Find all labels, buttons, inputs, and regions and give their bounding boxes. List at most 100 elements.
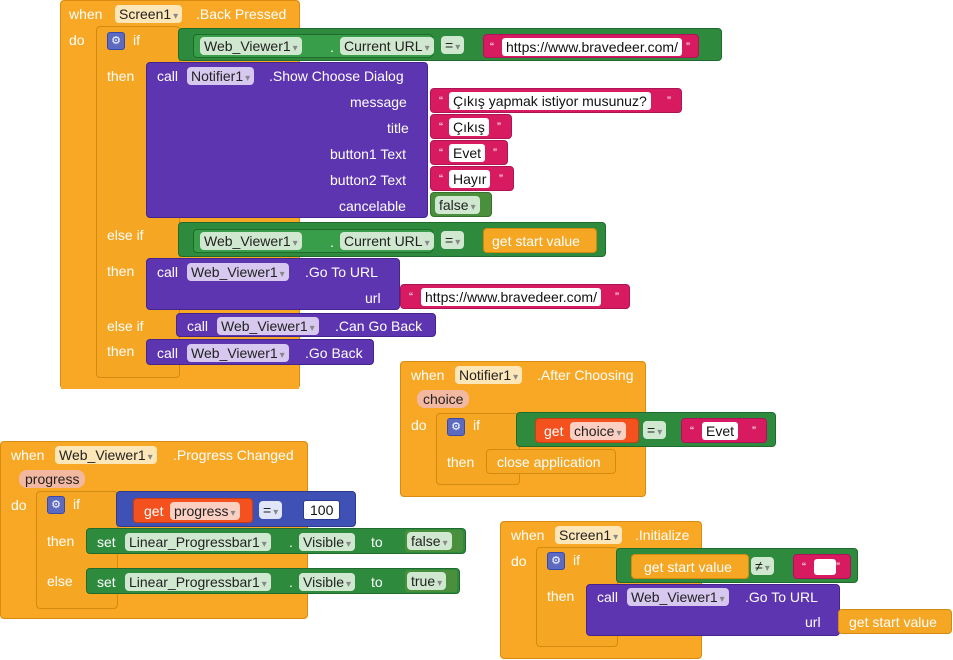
then-label: then	[107, 263, 135, 279]
button2-text[interactable]: Hayır	[449, 170, 491, 188]
then-label: then	[107, 343, 135, 359]
if-label: if	[473, 417, 480, 433]
component-dropdown[interactable]: Notifier1▾	[455, 366, 523, 384]
chevron-down-icon: ▾	[424, 238, 430, 249]
event-name: .Initialize	[635, 527, 690, 543]
operator-dropdown[interactable]: =▾	[441, 231, 465, 249]
component-dropdown[interactable]: Web_Viewer1▾	[217, 317, 319, 335]
message-text[interactable]: Çıkış yapmak istiyor musunuz?	[449, 92, 651, 110]
variable-dropdown[interactable]: choice▾	[570, 422, 626, 440]
get-variable-block[interactable]: get progress▾	[133, 498, 253, 523]
title-text-block[interactable]: “ Çıkış ”	[430, 114, 512, 139]
gear-icon[interactable]: ⚙	[47, 496, 65, 514]
param-choice[interactable]: choice	[417, 390, 470, 408]
property-dropdown[interactable]: Visible▾	[299, 573, 356, 591]
component-dropdown[interactable]: Web_Viewer1▾	[627, 588, 729, 606]
get-variable-block[interactable]: get choice▾	[535, 418, 639, 443]
compare-block[interactable]: Web_Viewer1▾ . Current URL▾ =▾ get start…	[178, 222, 606, 257]
text-block[interactable]: “ Evet ”	[681, 418, 767, 443]
call-notifier-show-choose-dialog[interactable]: call Notifier1▾ .Show Choose Dialog mess…	[146, 62, 428, 218]
do-label: do	[11, 497, 27, 513]
setter-block[interactable]: set Linear_Progressbar1▾ . Visible▾ to t…	[86, 568, 460, 594]
url-text[interactable]: https://www.bravedeer.com/	[421, 288, 601, 306]
param-progress[interactable]: progress	[19, 470, 86, 488]
empty-text-block[interactable]: “ ”	[793, 554, 851, 579]
property-dropdown[interactable]: Visible▾	[299, 533, 356, 551]
chevron-down-icon: ▾	[261, 539, 267, 550]
when-label: when	[511, 527, 545, 543]
title-label: title	[387, 120, 409, 136]
chevron-down-icon: ▾	[346, 539, 352, 550]
gear-icon[interactable]: ⚙	[447, 418, 465, 436]
compare-block[interactable]: Web_Viewer1▾ . Current URL▾ =▾ “ https:/…	[178, 28, 722, 61]
compare-block[interactable]: get choice▾ =▾ “ Evet ”	[516, 412, 776, 447]
get-label: get	[544, 423, 564, 439]
boolean-dropdown[interactable]: true▾	[407, 572, 447, 590]
url-text-block[interactable]: “ https://www.bravedeer.com/ ”	[400, 284, 630, 309]
property-dropdown[interactable]: Current URL▾	[340, 232, 434, 250]
property-dropdown[interactable]: Current URL▾	[340, 37, 434, 55]
choice-value-text[interactable]: Evet	[702, 422, 739, 440]
to-label: to	[371, 534, 383, 550]
chevron-down-icon: ▾	[513, 372, 519, 383]
component-dropdown[interactable]: Web_Viewer1▾	[55, 446, 157, 464]
gear-icon[interactable]: ⚙	[107, 32, 125, 50]
variable-dropdown[interactable]: progress▾	[170, 502, 240, 520]
method-name: .Go Back	[305, 345, 363, 361]
boolean-dropdown[interactable]: false▾	[407, 532, 452, 550]
chevron-down-icon: ▾	[424, 43, 430, 54]
component-dropdown[interactable]: Screen1▾	[555, 526, 623, 544]
get-start-value-block[interactable]: get start value	[631, 554, 749, 579]
call-label: call	[187, 318, 209, 334]
get-start-value-block[interactable]: get start value	[838, 609, 952, 634]
chevron-down-icon: ▾	[230, 508, 236, 519]
boolean-block[interactable]: false▾	[430, 192, 492, 217]
component-dropdown[interactable]: Web_Viewer1▾	[200, 37, 302, 55]
button2-label: button2 Text	[330, 172, 407, 188]
boolean-block[interactable]: true▾	[405, 570, 457, 592]
setter-block[interactable]: set Linear_Progressbar1▾ . Visible▾ to f…	[86, 528, 466, 554]
set-label: set	[97, 534, 116, 550]
operator-dropdown[interactable]: ≠▾	[751, 557, 774, 575]
component-dropdown[interactable]: Web_Viewer1▾	[187, 263, 289, 281]
component-dropdown[interactable]: Linear_Progressbar1▾	[125, 573, 271, 591]
text-block[interactable]: “ https://www.bravedeer.com/ ”	[483, 34, 699, 58]
operator-dropdown[interactable]: =▾	[643, 421, 667, 439]
compare-block[interactable]: get start value ≠▾ “ ”	[616, 548, 858, 583]
component-dropdown[interactable]: Notifier1▾	[187, 67, 255, 85]
component-dropdown[interactable]: Web_Viewer1▾	[200, 232, 302, 250]
gear-icon[interactable]: ⚙	[547, 552, 565, 570]
close-application-block[interactable]: close application	[486, 449, 616, 474]
when-label: when	[411, 367, 445, 383]
get-start-value-block[interactable]: get start value	[483, 228, 597, 253]
method-name: .Show Choose Dialog	[269, 68, 404, 84]
operator-dropdown[interactable]: =▾	[259, 501, 283, 519]
component-dropdown[interactable]: Screen1▾	[115, 5, 183, 23]
title-text[interactable]: Çıkış	[449, 118, 489, 136]
component-dropdown[interactable]: Linear_Progressbar1▾	[125, 533, 271, 551]
url-text[interactable]: https://www.bravedeer.com/	[502, 38, 682, 56]
call-webviewer-go-to-url[interactable]: call Web_Viewer1▾ .Go To URL url	[586, 584, 840, 636]
compare-block[interactable]: get progress▾ =▾ 100	[116, 491, 356, 527]
boolean-dropdown[interactable]: false▾	[435, 196, 480, 214]
empty-text[interactable]	[814, 559, 836, 575]
call-webviewer-can-go-back[interactable]: call Web_Viewer1▾ .Can Go Back	[176, 313, 436, 337]
button1-text[interactable]: Evet	[449, 144, 486, 162]
number-block[interactable]: 100	[303, 500, 341, 520]
webviewer-getter[interactable]: Web_Viewer1▾ . Current URL▾	[193, 229, 434, 253]
boolean-block[interactable]: false▾	[405, 530, 463, 552]
get-label: get	[144, 503, 164, 519]
component-dropdown[interactable]: Web_Viewer1▾	[187, 344, 289, 362]
method-name: .Go To URL	[305, 264, 378, 280]
button1-text-block[interactable]: “ Evet ”	[430, 140, 508, 165]
operator-dropdown[interactable]: =▾	[441, 36, 465, 54]
when-label: when	[69, 6, 103, 22]
chevron-down-icon: ▾	[279, 269, 285, 280]
method-name: .Can Go Back	[335, 318, 423, 334]
call-webviewer-go-back[interactable]: call Web_Viewer1▾ .Go Back	[146, 339, 374, 365]
call-webviewer-go-to-url[interactable]: call Web_Viewer1▾ .Go To URL url	[146, 258, 400, 310]
button2-text-block[interactable]: “ Hayır ”	[430, 166, 514, 191]
message-text-block[interactable]: “ Çıkış yapmak istiyor musunuz? ”	[430, 88, 682, 113]
webviewer-getter[interactable]: Web_Viewer1▾ . Current URL▾	[193, 34, 434, 58]
chevron-down-icon: ▾	[764, 563, 770, 574]
